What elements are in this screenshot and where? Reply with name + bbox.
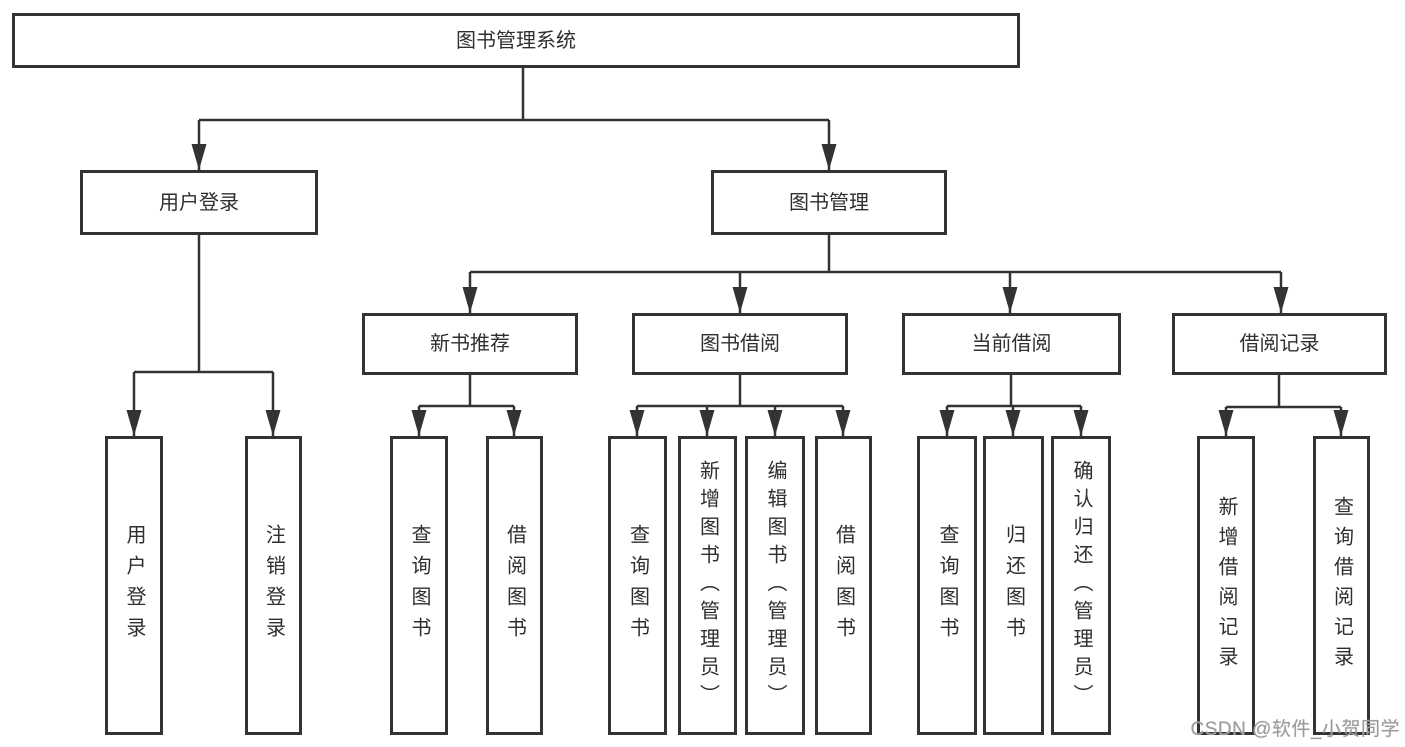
leaf-add-books-admin: 新增图书（管理员） — [678, 436, 737, 735]
node-current-borrowing: 当前借阅 — [902, 313, 1121, 375]
node-library-management-system: 图书管理系统 — [12, 13, 1020, 68]
watermark: CSDN @软件_小贺同学 — [1190, 719, 1400, 740]
node-book-management: 图书管理 — [711, 170, 947, 235]
node-book-borrowing: 图书借阅 — [632, 313, 848, 375]
node-new-book-recommendation: 新书推荐 — [362, 313, 578, 375]
leaf-return-books: 归还图书 — [983, 436, 1044, 735]
node-user-login: 用户登录 — [80, 170, 318, 235]
leaf-user-login: 用户登录 — [105, 436, 163, 735]
leaf-confirm-return-admin: 确认归还（管理员） — [1051, 436, 1111, 735]
leaf-add-borrow-record: 新增借阅记录 — [1197, 436, 1255, 735]
node-borrowing-records: 借阅记录 — [1172, 313, 1387, 375]
leaf-query-books-3: 查询图书 — [917, 436, 977, 735]
leaf-logout: 注销登录 — [245, 436, 302, 735]
leaf-query-books-1: 查询图书 — [390, 436, 448, 735]
leaf-borrow-books-2: 借阅图书 — [815, 436, 872, 735]
leaf-query-books-2: 查询图书 — [608, 436, 667, 735]
leaf-borrow-books-1: 借阅图书 — [486, 436, 543, 735]
leaf-edit-books-admin: 编辑图书（管理员） — [745, 436, 805, 735]
leaf-query-borrow-record: 查询借阅记录 — [1313, 436, 1370, 735]
